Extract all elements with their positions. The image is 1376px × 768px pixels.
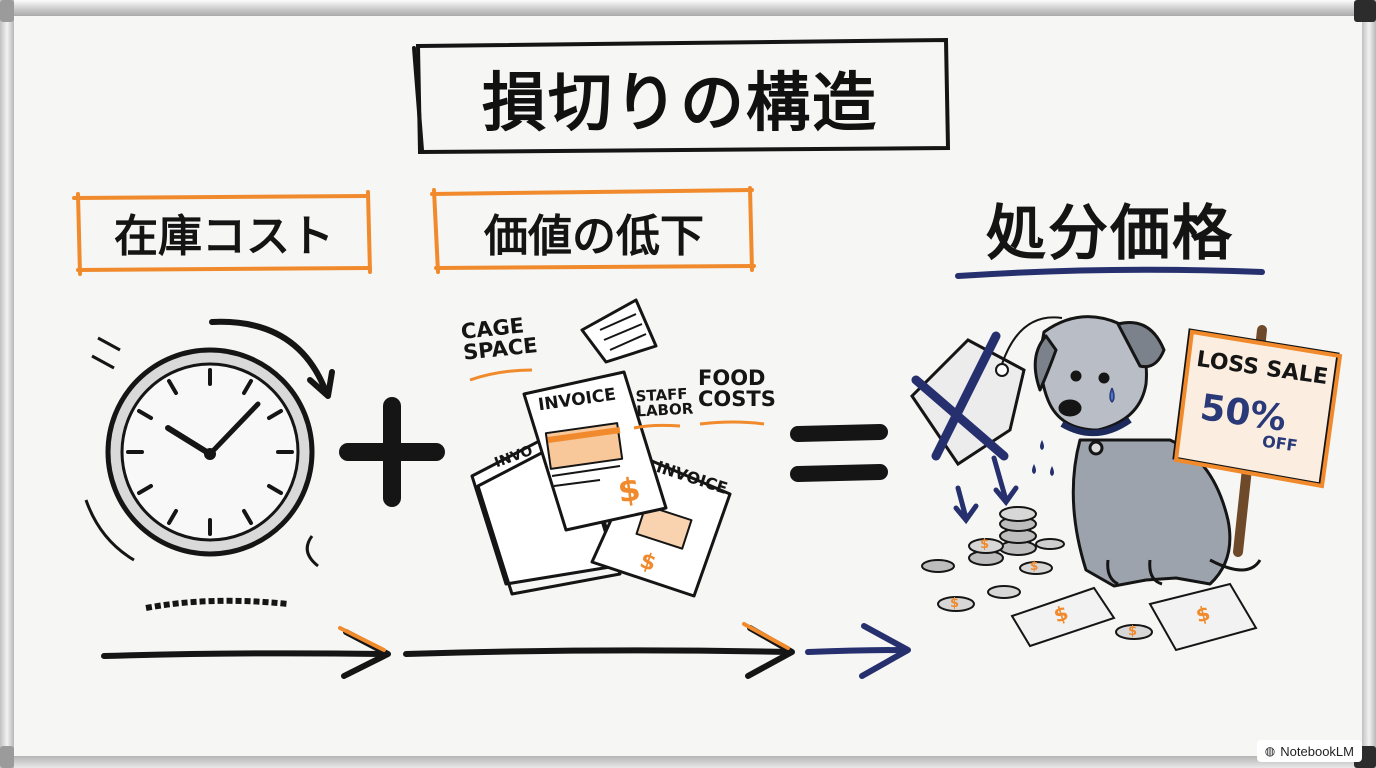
disposal-price-underline [955,266,1265,279]
notebooklm-icon: ◍ [1264,744,1276,758]
annotation-line: LABOR [635,399,694,421]
frame-corner [0,746,14,768]
annotation-food-costs: FOOD COSTS [698,368,776,410]
page-title: 損切りの構造 [482,67,878,141]
coin-dollar: $ [1030,559,1039,573]
label-stock-cost: 在庫コスト [114,211,334,262]
dollar-sign-main: $ [615,469,643,511]
loss-sale-sign-icon [1172,325,1343,557]
label-disposal-price: 処分価格 [986,198,1234,269]
coin-dollar: $ [950,596,960,611]
flow-arrow-1 [101,626,391,679]
clock-icon [84,318,335,611]
frame-corner [0,0,14,22]
sign-text-off: OFF [1260,431,1299,456]
value-drop-box [430,186,756,274]
plus-icon [339,397,445,507]
sad-dog-icon [1033,315,1262,588]
annotation-line: COSTS [698,387,776,411]
label-value-drop: 価値の低下 [484,211,704,262]
coin-dollar: $ [1128,624,1138,639]
annotation-cage-space: CAGE SPACE [460,313,539,364]
notebooklm-watermark: ◍ NotebookLM [1256,740,1362,762]
equals-icon [790,424,888,482]
invoice-pile-icon [470,298,732,598]
title-box [412,37,951,155]
coins-and-money-icon [921,506,1258,652]
stock-cost-box [72,190,372,276]
annotation-line: FOOD [698,366,766,390]
coin-dollar: $ [980,537,990,552]
cage-underline [469,368,533,382]
frame-bottom [0,756,1376,768]
staff-underline [633,423,681,430]
frame-corner [1354,0,1376,22]
flow-arrow-3 [805,623,911,679]
frame-top [0,0,1376,16]
frame-left [0,0,14,768]
frame-right [1362,0,1376,768]
crossed-price-tag-icon [910,316,1063,525]
flow-arrow-2 [403,622,795,679]
food-underline [699,420,765,426]
annotation-staff-labor: STAFF LABOR [635,385,694,421]
watermark-text: NotebookLM [1280,743,1354,759]
